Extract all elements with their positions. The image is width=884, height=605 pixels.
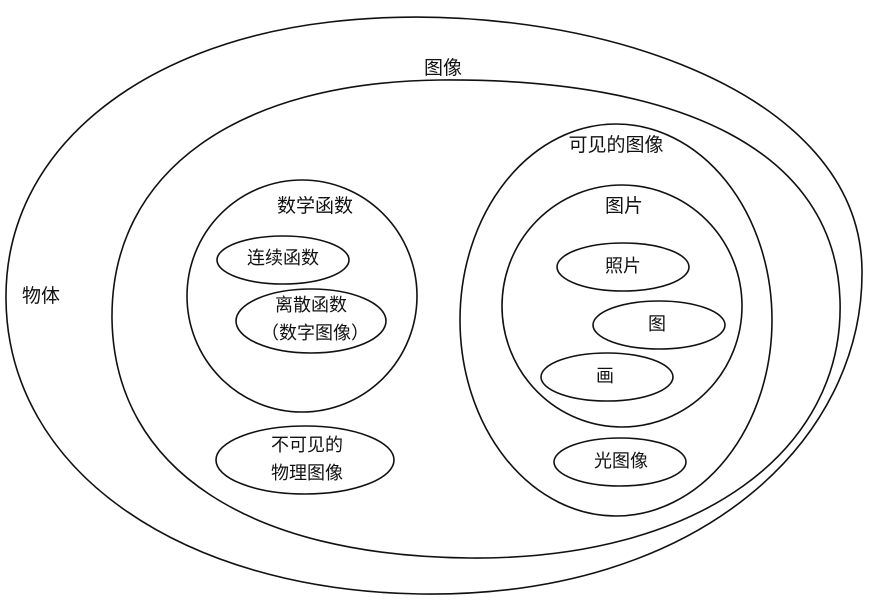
- discrete-function-label: 离散函数: [275, 295, 347, 316]
- continuous-function-label: 连续函数: [247, 248, 319, 269]
- photo-label: 照片: [605, 256, 641, 277]
- painting-ellipse: [540, 352, 674, 402]
- picture-circle: [501, 184, 743, 428]
- continuous-function-ellipse: [216, 235, 350, 285]
- picture-label: 图片: [605, 195, 643, 217]
- drawing-label: 图: [648, 314, 666, 335]
- math-function-circle: [186, 179, 418, 413]
- photo-ellipse: [556, 242, 690, 292]
- optical-image-label: 光图像: [594, 451, 648, 472]
- image-region-outline: [111, 79, 841, 559]
- math-function-label: 数学函数: [277, 195, 353, 217]
- drawing-ellipse: [592, 300, 726, 350]
- optical-image-ellipse: [553, 437, 687, 487]
- visible-image-ellipse: [459, 123, 773, 517]
- digital-image-label: （数字图像）: [261, 323, 369, 344]
- invisible-image-ellipse: [215, 425, 395, 495]
- object-region-outline: [5, 16, 863, 595]
- visible-image-label: 可见的图像: [568, 134, 663, 156]
- object-label: 物体: [22, 285, 60, 307]
- invisible-image-label-line1: 不可见的: [271, 435, 343, 456]
- image-label: 图像: [424, 57, 462, 79]
- painting-label: 画: [596, 366, 614, 387]
- discrete-function-ellipse: [235, 288, 387, 354]
- invisible-image-label-line2: 物理图像: [271, 463, 343, 484]
